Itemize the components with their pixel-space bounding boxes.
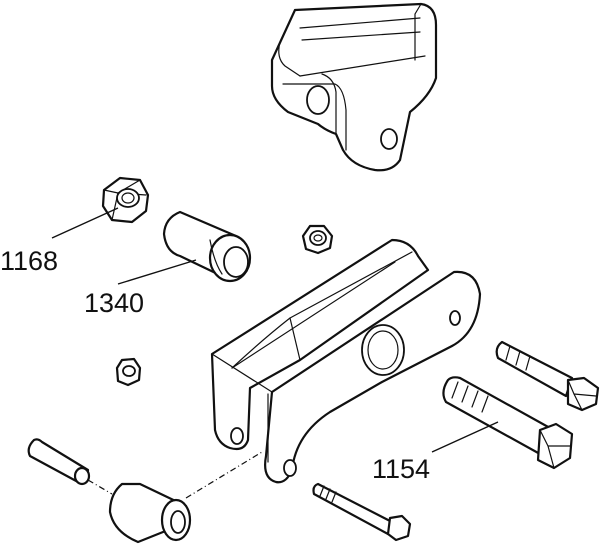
small-hex-nut-upper xyxy=(301,224,334,255)
small-hex-nut-lower xyxy=(115,357,142,387)
label-1168: 1168 xyxy=(0,246,58,276)
bolt-upper xyxy=(495,340,600,412)
label-1340: 1340 xyxy=(84,288,144,318)
alignment-line xyxy=(87,479,113,495)
hanger-bracket xyxy=(270,2,438,172)
leader-1168 xyxy=(51,207,119,239)
leader-1340 xyxy=(117,259,197,285)
sleeve xyxy=(108,482,192,544)
leader-1154 xyxy=(431,421,499,453)
bolt-main xyxy=(442,376,574,470)
rubber-bushing xyxy=(162,210,252,283)
shackle-assembly xyxy=(210,238,482,484)
bolt-lower xyxy=(312,482,412,542)
alignment-line xyxy=(185,451,263,499)
pin xyxy=(27,438,91,486)
large-hex-nut xyxy=(101,176,150,224)
label-1154: 1154 xyxy=(372,454,430,484)
